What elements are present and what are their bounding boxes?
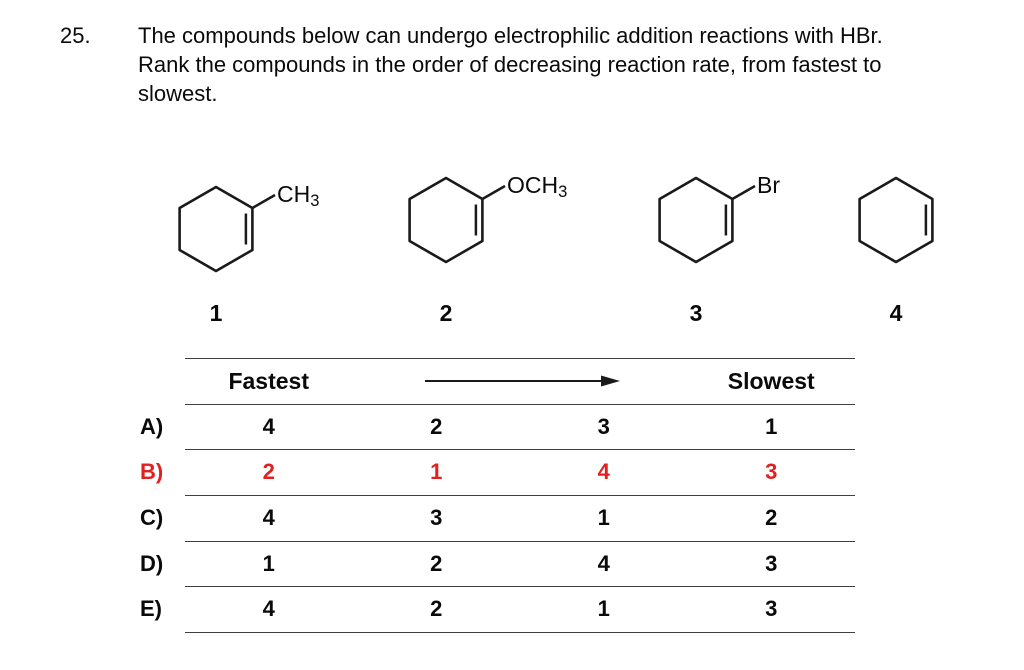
cyclohexene-structure (178, 185, 276, 273)
cyclohexene-structure (658, 176, 756, 264)
rank-cell: 1 (597, 504, 610, 530)
option-label: C) (140, 504, 164, 530)
option-row-a: A) 4 2 3 1 (140, 405, 855, 451)
cyclohexane-ring (178, 185, 254, 273)
compound-number: 4 (889, 300, 903, 326)
substituent-bond (251, 193, 276, 210)
table-header-row: Fastest Slowest (185, 359, 855, 405)
rank-cell: 3 (765, 459, 778, 485)
substituent-bond (731, 184, 756, 201)
compound-figure-2: OCH3 2 (380, 150, 580, 335)
rank-cell: 1 (430, 459, 443, 485)
substituent-bond (481, 184, 506, 201)
rank-cell: 1 (597, 596, 610, 622)
question-line: The compounds below can undergo electrop… (138, 23, 883, 48)
rank-cell: 3 (765, 596, 778, 622)
rank-cell: 1 (262, 550, 275, 576)
rank-cell: 2 (430, 413, 443, 439)
option-label: D) (140, 550, 164, 576)
cyclohexane-ring (858, 176, 934, 264)
option-label: E) (140, 596, 162, 622)
rank-cell: 4 (597, 550, 610, 576)
rank-cell: 4 (262, 413, 275, 439)
cyclohexane-ring (658, 176, 734, 264)
right-arrow-icon (425, 374, 620, 388)
option-row-e: E) 4 2 1 3 (140, 587, 855, 633)
rank-cell: 2 (765, 504, 778, 530)
rank-cell: 4 (262, 504, 275, 530)
compound-figure-1: CH3 1 (150, 150, 350, 335)
option-row-b: B) 2 1 4 3 (140, 450, 855, 496)
substituent-label: Br (757, 172, 780, 198)
question-number: 25. (60, 23, 91, 48)
option-row-c: C) 4 3 1 2 (140, 496, 855, 542)
question-line: Rank the compounds in the order of decre… (138, 52, 882, 77)
fastest-label: Fastest (228, 368, 310, 394)
rank-cell: 3 (430, 504, 443, 530)
option-label: B) (140, 459, 164, 485)
compound-figure-4: 4 (830, 150, 1024, 335)
question-line: slowest. (138, 81, 218, 106)
rank-cell: 2 (430, 596, 443, 622)
rank-cell: 2 (430, 550, 443, 576)
rank-cell: 2 (262, 459, 275, 485)
rank-cell: 3 (765, 550, 778, 576)
option-row-d: D) 1 2 4 3 (140, 542, 855, 588)
compound-number: 2 (439, 300, 453, 326)
cyclohexane-ring (408, 176, 484, 264)
rank-table: Fastest Slowest A) 4 2 3 1 B) 2 1 4 3 C)… (140, 358, 855, 633)
compound-number: 3 (689, 300, 703, 326)
question-text: The compounds below can undergo electrop… (138, 21, 1024, 108)
substituent-label: OCH3 (507, 172, 568, 202)
slowest-label: Slowest (727, 368, 815, 394)
rank-cell: 4 (597, 459, 610, 485)
rank-cell: 3 (597, 413, 610, 439)
option-label: A) (140, 413, 164, 439)
substituent-label: CH3 (277, 181, 320, 211)
compound-number: 1 (209, 300, 223, 326)
cyclohexene-structure (858, 176, 934, 264)
compound-figure-3: Br 3 (630, 150, 830, 335)
rank-cell: 4 (262, 596, 275, 622)
rank-cell: 1 (765, 413, 778, 439)
cyclohexene-structure (408, 176, 506, 264)
